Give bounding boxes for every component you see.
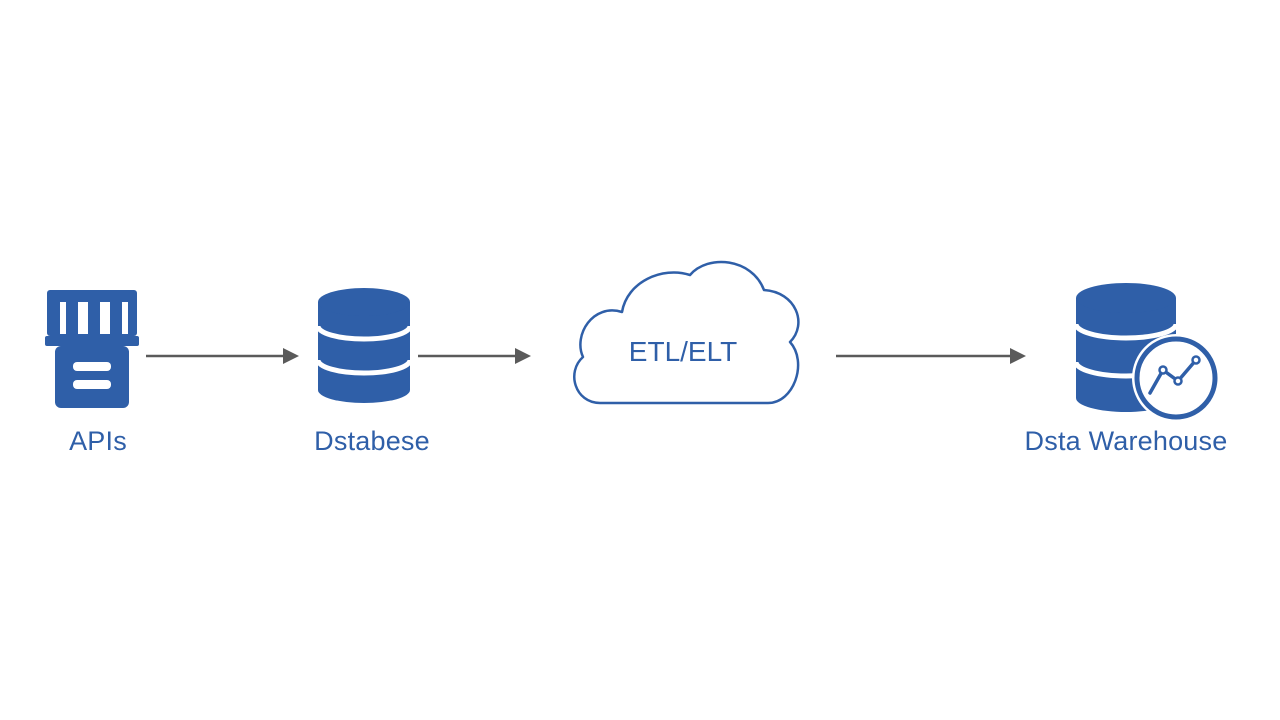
api-plug-icon	[45, 290, 139, 408]
apis-label: APIs	[69, 426, 127, 456]
data-warehouse-icon	[1073, 283, 1220, 422]
cloud-icon	[573, 260, 800, 405]
database-label: Dstabese	[314, 426, 430, 456]
arrow-etl-to-warehouse	[836, 348, 1026, 364]
arrow-apis-to-database	[146, 348, 299, 364]
warehouse-label: Dsta Warehouse	[1024, 426, 1228, 456]
database-icon	[315, 288, 413, 403]
arrow-database-to-etl	[418, 348, 531, 364]
etl-label: ETL/ELT	[628, 336, 738, 367]
